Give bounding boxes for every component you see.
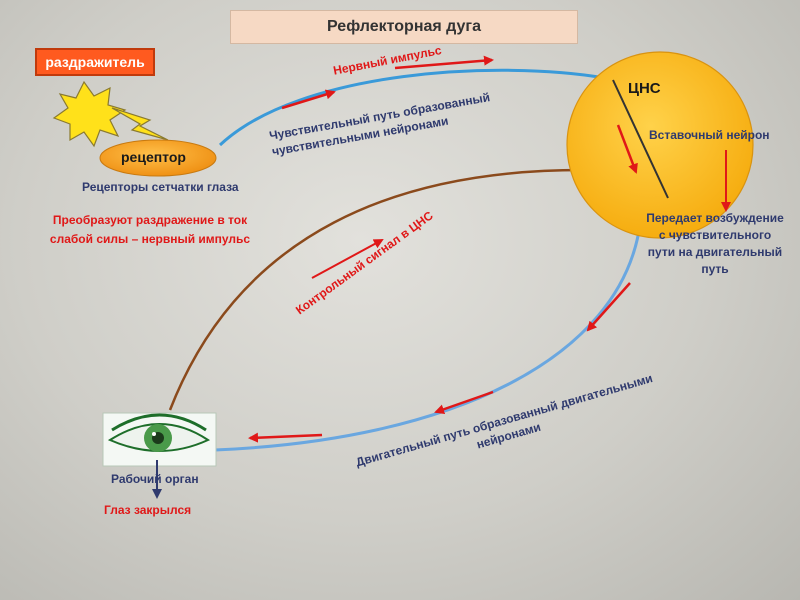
impulse-arrow-upper xyxy=(394,55,494,70)
stimulus-label: раздражитель xyxy=(35,48,155,76)
cns-function-line-1: Передает возбуждение xyxy=(646,211,784,225)
receptor-function-line-1: Преобразуют раздражение в ток xyxy=(52,213,248,227)
receptor-caption: Рецепторы сетчатки глаза xyxy=(82,180,239,194)
cns-function-line-2: с чувствительного xyxy=(658,228,772,242)
control-signal-path xyxy=(168,168,583,411)
sensory-path xyxy=(218,68,606,147)
motor-path xyxy=(214,224,642,452)
effector-result: Глаз закрылся xyxy=(104,503,192,517)
sun-icon xyxy=(52,80,127,148)
lightning-icon xyxy=(111,107,169,141)
page-title: Рефлекторная дуга xyxy=(230,10,578,44)
effector-label: Рабочий орган xyxy=(111,472,199,486)
control-signal-arrow xyxy=(311,239,384,279)
impulse-arrow-lower xyxy=(281,89,336,110)
cns-function-line-4: путь xyxy=(701,262,729,276)
eye-icon xyxy=(102,412,217,467)
cns-function-line-3: пути на двигательный xyxy=(647,245,783,259)
receptor-function-line-2: слабой силы – нервный импульс xyxy=(49,232,251,246)
cns-function: Передает возбуждение с чувствительного п… xyxy=(632,210,798,278)
motor-arrow-1 xyxy=(586,282,631,332)
cns-divider-line xyxy=(612,79,669,199)
receptor-label: рецептор xyxy=(121,149,186,165)
receptor-ellipse xyxy=(99,139,217,177)
interneuron-label: Вставочный нейрон xyxy=(649,128,770,142)
motor-arrow-2 xyxy=(434,390,494,415)
cns-label: ЦНС xyxy=(628,80,661,97)
receptor-function: Преобразуют раздражение в ток слабой сил… xyxy=(40,211,260,249)
motor-arrow-3 xyxy=(248,432,323,443)
cns-inner-arrow xyxy=(616,124,638,174)
cns-circle xyxy=(566,51,754,239)
